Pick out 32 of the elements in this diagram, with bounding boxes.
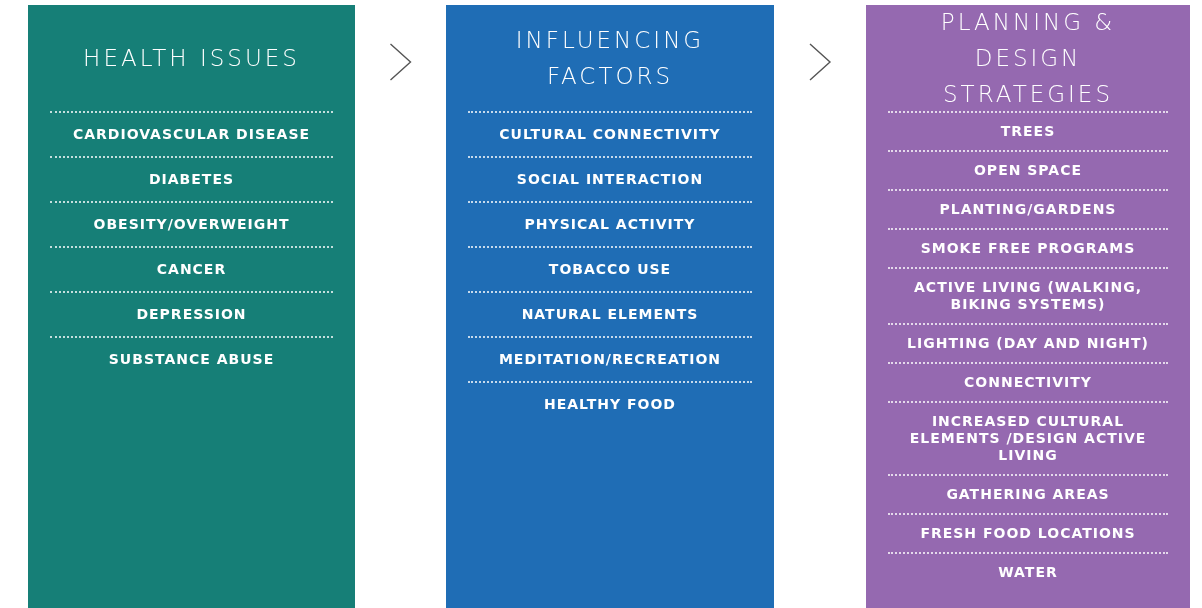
list-item: DEPRESSION: [50, 291, 333, 336]
column-heading: HEALTH ISSUES: [83, 44, 300, 73]
list-item: TREES: [888, 111, 1168, 150]
list-item: INCREASED CULTURAL ELEMENTS /DESIGN ACTIVE LIVING: [888, 401, 1168, 474]
list-item: LIGHTING (DAY AND NIGHT): [888, 323, 1168, 362]
list-item: MEDITATION/RECREATION: [468, 336, 752, 381]
list-item: WATER: [888, 552, 1168, 591]
list-item: SMOKE FREE PROGRAMS: [888, 228, 1168, 267]
list-item: CANCER: [50, 246, 333, 291]
list-item: FRESH FOOD LOCATIONS: [888, 513, 1168, 552]
list-item: CARDIOVASCULAR DISEASE: [50, 111, 333, 156]
list-item: CONNECTIVITY: [888, 362, 1168, 401]
list-item: SUBSTANCE ABUSE: [50, 336, 333, 381]
list-item: NATURAL ELEMENTS: [468, 291, 752, 336]
list-item: TOBACCO USE: [468, 246, 752, 291]
list-item: OBESITY/OVERWEIGHT: [50, 201, 333, 246]
list-item: GATHERING AREAS: [888, 474, 1168, 513]
chevron-arrow: [809, 43, 832, 81]
list-item: PLANTING/GARDENS: [888, 189, 1168, 228]
list-item: DIABETES: [50, 156, 333, 201]
chevron-arrow: [389, 43, 412, 81]
column-heading: PLANNING & DESIGN STRATEGIES: [939, 8, 1117, 109]
list-item: CULTURAL CONNECTIVITY: [468, 111, 752, 156]
list-item: SOCIAL INTERACTION: [468, 156, 752, 201]
list-item: OPEN SPACE: [888, 150, 1168, 189]
list-item: PHYSICAL ACTIVITY: [468, 201, 752, 246]
list-item: ACTIVE LIVING (WALKING, BIKING SYSTEMS): [888, 267, 1168, 323]
column-panel: [866, 5, 1190, 608]
column-panel: [446, 5, 774, 608]
column-panel: [28, 5, 355, 608]
column-heading: INFLUENCING FACTORS: [514, 26, 706, 91]
list-item: HEALTHY FOOD: [468, 381, 752, 426]
